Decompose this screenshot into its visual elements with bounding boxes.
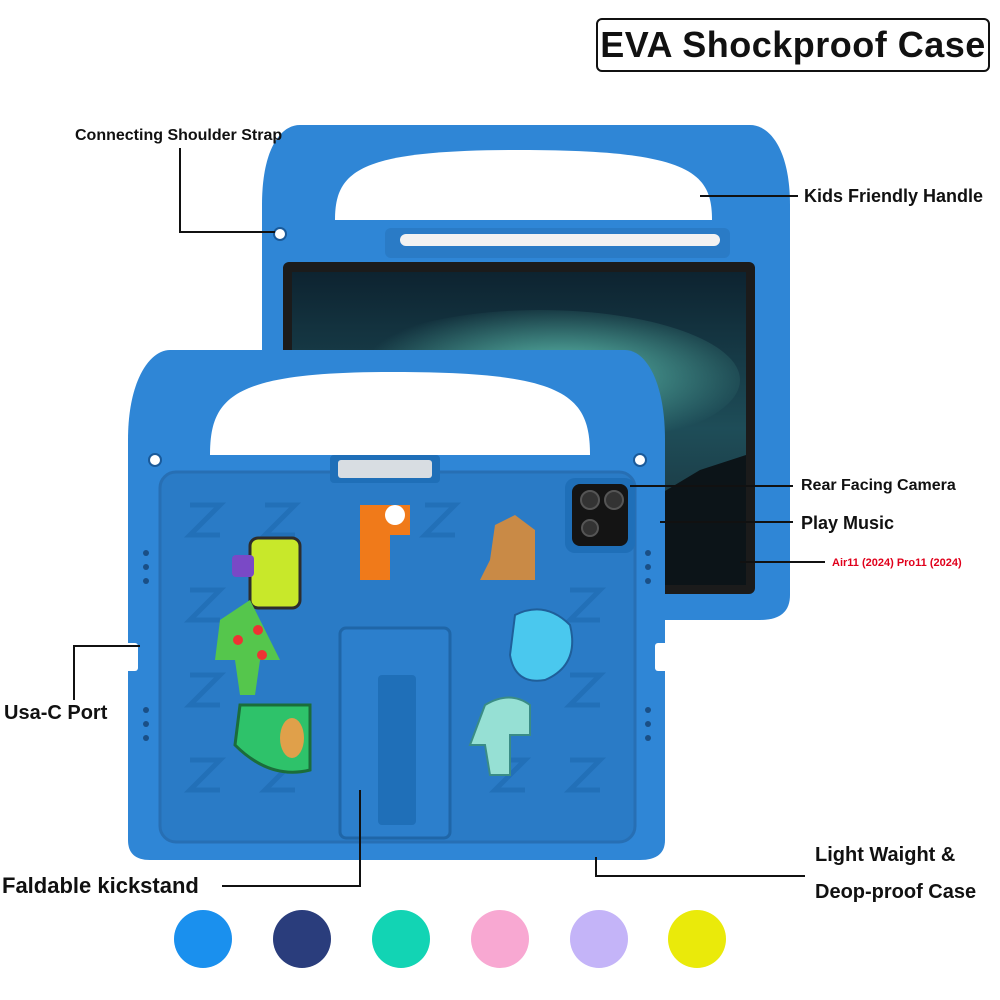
color-swatch-yellow[interactable] bbox=[668, 910, 726, 968]
color-swatch-pink[interactable] bbox=[471, 910, 529, 968]
callout-light-weight-line1: Light Waight & bbox=[815, 844, 956, 866]
color-swatch-teal[interactable] bbox=[372, 910, 430, 968]
back-handle-hole bbox=[335, 150, 712, 220]
callout-usb-c-port: Usa-C Port bbox=[4, 702, 108, 724]
page-title: EVA Shockproof Case bbox=[600, 24, 986, 65]
callout-light-weight-line2: Deop-proof Case bbox=[815, 881, 977, 903]
front-handle-hole bbox=[210, 372, 590, 455]
callout-play-music: Play Music bbox=[801, 513, 895, 533]
color-swatch-lavender[interactable] bbox=[570, 910, 628, 968]
callout-rear-facing-camera: Rear Facing Camera bbox=[801, 477, 956, 494]
color-swatch-sky-blue[interactable] bbox=[174, 910, 232, 968]
callout-shoulder-strap: Connecting Shoulder Strap bbox=[75, 127, 283, 144]
speaker-holes bbox=[143, 550, 651, 741]
callout-compatible-models: Air11 (2024) Pro11 (2024) bbox=[832, 557, 962, 569]
case-back-view bbox=[124, 350, 669, 860]
callout-kickstand: Faldable kickstand bbox=[2, 873, 199, 898]
pencil bbox=[400, 234, 720, 246]
title-box: EVA Shockproof Case bbox=[596, 18, 990, 72]
cartoon-stickers bbox=[215, 505, 574, 776]
color-swatch-navy[interactable] bbox=[273, 910, 331, 968]
leader-lines bbox=[73, 148, 825, 887]
z-pattern bbox=[183, 502, 607, 793]
callout-kids-friendly-handle: Kids Friendly Handle bbox=[804, 186, 984, 206]
kickstand-leg bbox=[378, 675, 416, 825]
